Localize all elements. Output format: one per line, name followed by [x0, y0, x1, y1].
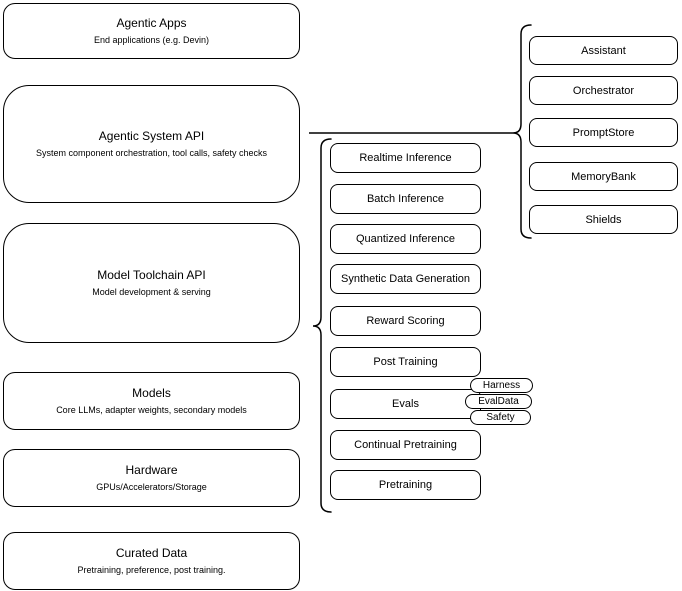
agentic-system-api-title: Agentic System API — [98, 129, 205, 143]
node-label: Batch Inference — [366, 193, 445, 205]
node-pretraining: Pretraining — [330, 470, 481, 500]
hardware-title: Hardware — [125, 463, 178, 477]
node-label: Assistant — [581, 44, 626, 57]
node-synthetic-data-generation: Synthetic Data Generation — [330, 264, 481, 294]
agentic-apps-title: Agentic Apps — [116, 16, 187, 30]
box-curated-data: Curated Data Pretraining, preference, po… — [3, 532, 300, 590]
node-label: Shields — [585, 213, 622, 226]
node-evals: Evals — [330, 389, 481, 419]
hardware-subtitle: GPUs/Accelerators/Storage — [96, 482, 207, 492]
node-reward-scoring: Reward Scoring — [330, 306, 481, 336]
node-label: Continual Pretraining — [354, 439, 457, 451]
box-agentic-apps: Agentic Apps End applications (e.g. Devi… — [3, 3, 300, 59]
node-post-training: Post Training — [330, 347, 481, 377]
node-label: Synthetic Data Generation — [340, 273, 471, 285]
curated-data-title: Curated Data — [115, 546, 188, 560]
pill-harness: Harness — [470, 378, 533, 393]
pill-safety: Safety — [470, 410, 531, 425]
toolchain-components-brace — [312, 138, 332, 513]
node-label: Orchestrator — [572, 84, 635, 97]
node-orchestrator: Orchestrator — [529, 76, 678, 105]
model-toolchain-api-subtitle: Model development & serving — [92, 287, 211, 297]
pill-label: Harness — [482, 379, 521, 391]
models-subtitle: Core LLMs, adapter weights, secondary mo… — [56, 405, 247, 415]
node-label: Reward Scoring — [366, 315, 445, 327]
node-label: MemoryBank — [571, 170, 636, 183]
node-memorybank: MemoryBank — [529, 162, 678, 191]
agentic-apps-subtitle: End applications (e.g. Devin) — [93, 35, 210, 45]
node-assistant: Assistant — [529, 36, 678, 65]
node-shields: Shields — [529, 205, 678, 234]
node-label: Post Training — [373, 356, 438, 368]
box-hardware: Hardware GPUs/Accelerators/Storage — [3, 449, 300, 507]
model-toolchain-api-title: Model Toolchain API — [97, 268, 206, 282]
pill-evaldata: EvalData — [465, 394, 532, 409]
curated-data-subtitle: Pretraining, preference, post training. — [77, 565, 226, 575]
node-batch-inference: Batch Inference — [330, 184, 481, 214]
node-label: Evals — [392, 398, 419, 410]
models-title: Models — [132, 386, 171, 400]
node-realtime-inference: Realtime Inference — [330, 143, 481, 173]
box-model-toolchain-api: Model Toolchain API Model development & … — [3, 223, 300, 343]
agentic-system-api-subtitle: System component orchestration, tool cal… — [35, 148, 268, 158]
node-label: PromptStore — [572, 126, 635, 139]
node-label: Quantized Inference — [355, 233, 456, 245]
box-models: Models Core LLMs, adapter weights, secon… — [3, 372, 300, 430]
node-continual-pretraining: Continual Pretraining — [330, 430, 481, 460]
node-label: Realtime Inference — [359, 152, 452, 164]
pill-label: EvalData — [478, 395, 519, 407]
pill-label: Safety — [486, 411, 515, 423]
node-promptstore: PromptStore — [529, 118, 678, 147]
node-quantized-inference: Quantized Inference — [330, 224, 481, 254]
box-agentic-system-api: Agentic System API System component orch… — [3, 85, 300, 203]
node-label: Pretraining — [378, 479, 433, 491]
